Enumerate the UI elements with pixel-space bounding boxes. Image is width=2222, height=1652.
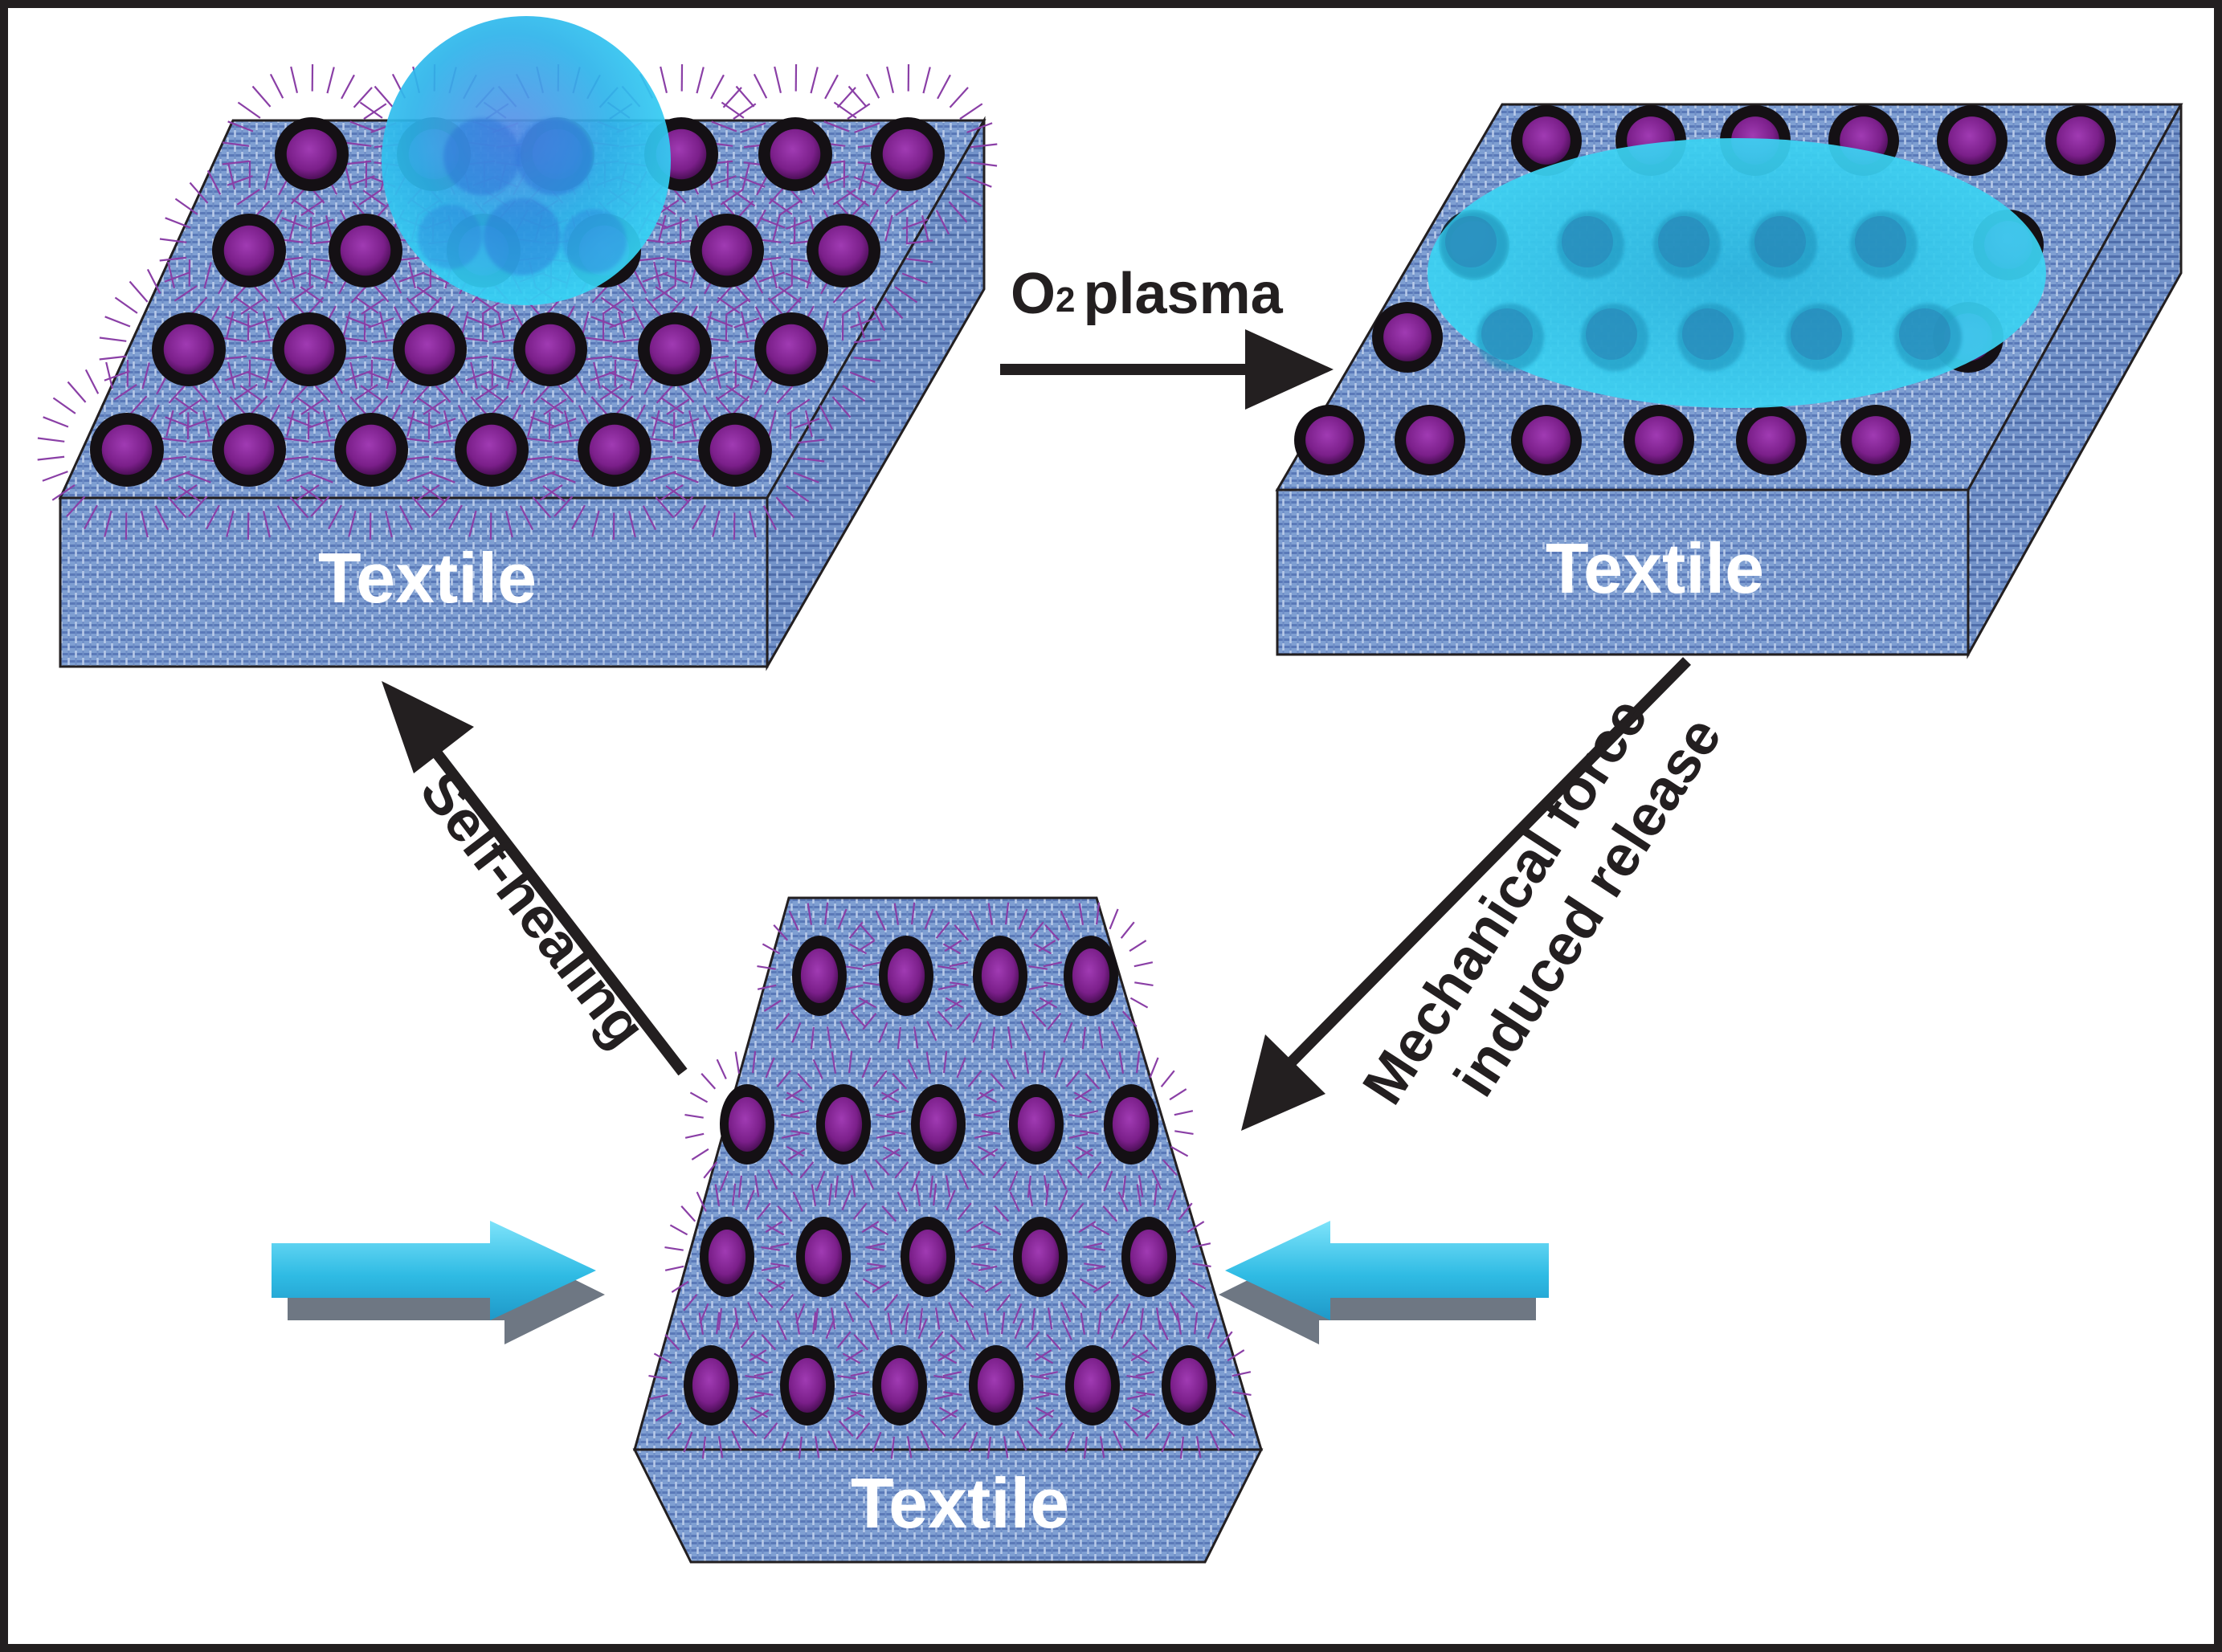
textile-label-bottom: Textile [851,1463,1069,1543]
textile-bottom-front-face [632,1448,1264,1564]
textile-block-top-left: Textile [37,63,998,671]
water-droplet-sphere [382,16,671,305]
textile-top-left-hairs [37,63,998,540]
water-film-spread [1428,138,2046,408]
textile-label-top-left: Textile [318,538,537,618]
textile-top-left-front-face [59,496,769,668]
textile-top-right-front-face [1276,488,1970,656]
arrow-o2-plasma [1000,329,1334,410]
textile-label-top-right: Textile [1546,528,1764,608]
textile-block-bottom: Textile [632,896,1264,1564]
arrow-self-healing [382,681,688,1076]
push-arrow-left [272,1221,605,1344]
push-arrow-right [1219,1221,1549,1344]
arrow-mechanical-force [1241,657,1691,1131]
textile-bottom-hairs [648,902,1252,1459]
textile-bottom-particles [684,936,1216,1426]
